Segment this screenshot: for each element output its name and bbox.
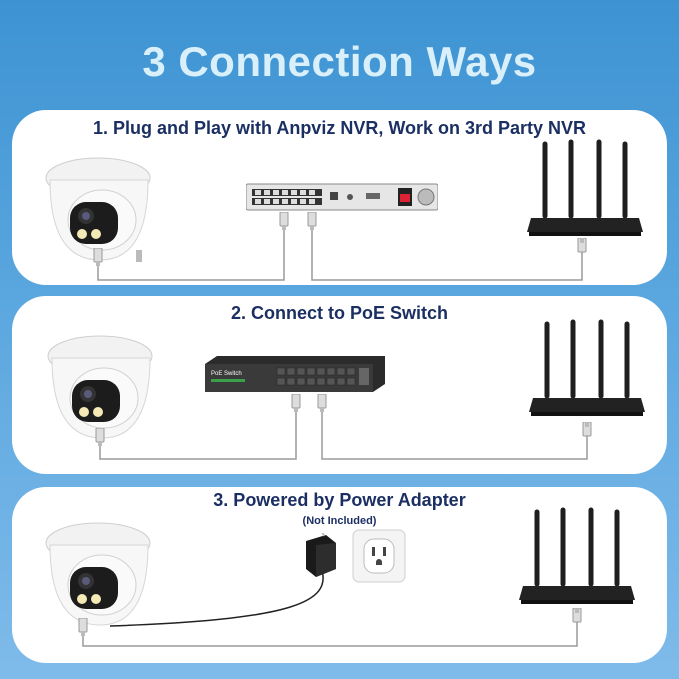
ethernet-plug-icon	[279, 212, 289, 230]
router-icon	[529, 319, 645, 416]
poe-switch-label: PoE Switch	[211, 371, 242, 377]
ethernet-plug-icon	[577, 238, 587, 253]
ethernet-plug-icon	[572, 608, 582, 623]
router-icon	[519, 507, 635, 604]
ethernet-plug-icon	[317, 394, 327, 412]
cable-line	[99, 404, 297, 460]
cable-line	[321, 404, 588, 460]
ethernet-plug-icon	[291, 394, 301, 412]
dome-camera-icon	[47, 335, 153, 439]
router-icon	[527, 139, 643, 236]
nvr-icon	[246, 183, 438, 211]
cable-line	[311, 228, 583, 281]
power-adapter-icon	[306, 533, 336, 577]
not-included-note: (Not Included)	[302, 515, 377, 527]
ethernet-plug-icon	[93, 248, 103, 266]
page-title: 3 Connection Ways	[142, 38, 537, 85]
section-heading-2: 2. Connect to PoE Switch	[230, 303, 449, 323]
cable-line	[97, 228, 285, 281]
section-heading-1: 1. Plug and Play with Anpviz NVR, Work o…	[92, 118, 587, 138]
ethernet-plug-icon	[95, 428, 105, 446]
poe-switch-icon: PoE Switch	[205, 356, 385, 392]
section-heading-3: 3. Powered by Power Adapter	[213, 490, 466, 510]
dome-camera-icon	[45, 522, 151, 626]
dome-camera-icon	[45, 157, 151, 262]
ethernet-plug-icon	[78, 618, 88, 636]
ethernet-plug-icon	[582, 422, 592, 437]
power-cable	[109, 569, 324, 627]
cable-line	[82, 620, 578, 647]
wall-outlet-icon	[352, 529, 406, 583]
ethernet-plug-icon	[307, 212, 317, 230]
